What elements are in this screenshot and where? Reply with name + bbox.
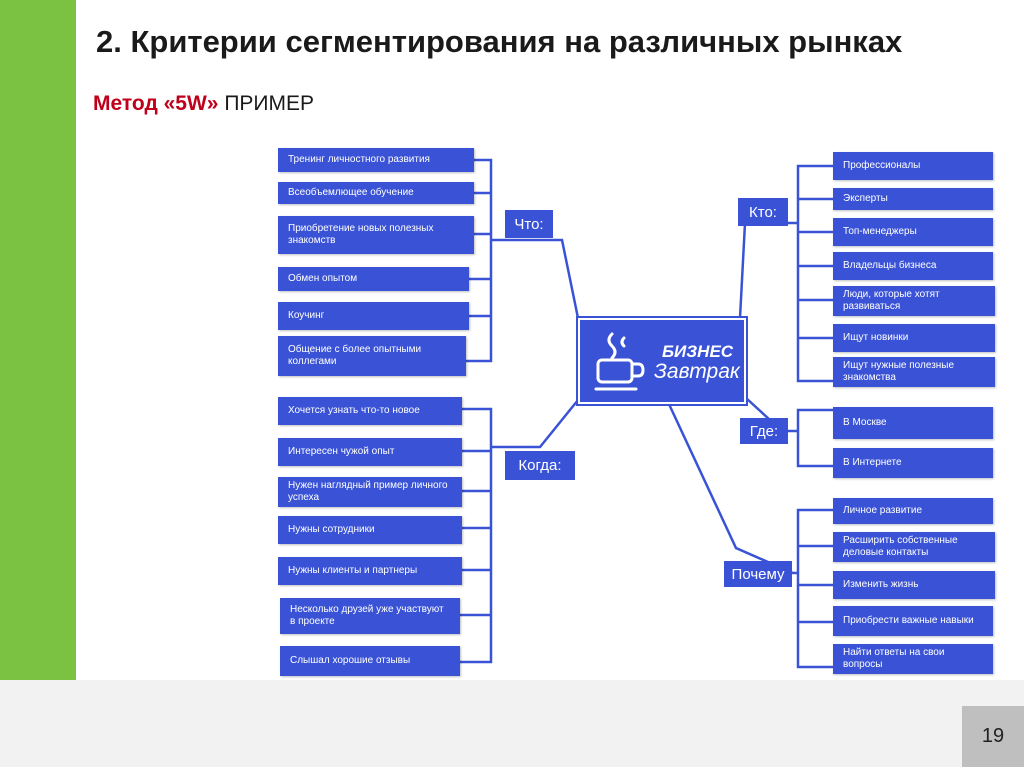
logo-text-breakfast: Завтрак <box>654 360 740 383</box>
category-where: Где: <box>740 418 788 444</box>
when-item: Хочется узнать что-то новое <box>278 397 462 425</box>
when-item: Несколько друзей уже участвуют в проекте <box>280 598 460 634</box>
center-logo: БИЗНЕС Завтрак <box>576 316 748 406</box>
what-item: Коучинг <box>278 302 469 330</box>
what-item: Всеобъемлющее обучение <box>278 182 474 204</box>
when-item: Слышал хорошие отзывы <box>280 646 460 676</box>
who-item: Люди, которые хотят развиваться <box>833 286 995 316</box>
when-item: Нужны клиенты и партнеры <box>278 557 462 585</box>
why-item: Расширить собственные деловые контакты <box>833 532 995 562</box>
category-when: Когда: <box>505 451 575 480</box>
accent-bar <box>0 0 76 680</box>
who-item: Профессионалы <box>833 152 993 180</box>
when-item: Нужны сотрудники <box>278 516 462 544</box>
when-item: Интересен чужой опыт <box>278 438 462 466</box>
slide-subtitle: Метод «5W» ПРИМЕР <box>93 92 314 116</box>
why-item: Изменить жизнь <box>833 571 995 599</box>
what-item: Обмен опытом <box>278 267 469 291</box>
page-number: 19 <box>962 706 1024 767</box>
who-item: Ищут новинки <box>833 324 995 352</box>
what-item: Общение с более опытными коллегами <box>278 336 466 376</box>
what-item: Тренинг личностного развития <box>278 148 474 172</box>
coffee-cup-icon <box>594 332 645 391</box>
slide-title: 2. Критерии сегментирования на различных… <box>96 24 903 59</box>
category-why: Почему <box>724 561 792 587</box>
what-item: Приобретение новых полезных знакомств <box>278 216 474 254</box>
who-item: Топ-менеджеры <box>833 218 993 246</box>
why-item: Личное развитие <box>833 498 993 524</box>
where-item: В Москве <box>833 407 993 439</box>
why-item: Найти ответы на свои вопросы <box>833 644 993 674</box>
example-label: ПРИМЕР <box>218 92 315 115</box>
footer-strip <box>0 680 1024 767</box>
logo-text-business: БИЗНЕС <box>662 342 734 361</box>
where-item: В Интернете <box>833 448 993 478</box>
when-item: Нужен наглядный пример личного успеха <box>278 477 462 507</box>
who-item: Ищут нужные полезные знакомства <box>833 357 995 387</box>
why-item: Приобрести важные навыки <box>833 606 993 636</box>
method-label: Метод «5W» <box>93 92 219 115</box>
category-who: Кто: <box>738 198 788 226</box>
who-item: Эксперты <box>833 188 993 210</box>
category-what: Что: <box>505 210 553 238</box>
who-item: Владельцы бизнеса <box>833 252 993 280</box>
